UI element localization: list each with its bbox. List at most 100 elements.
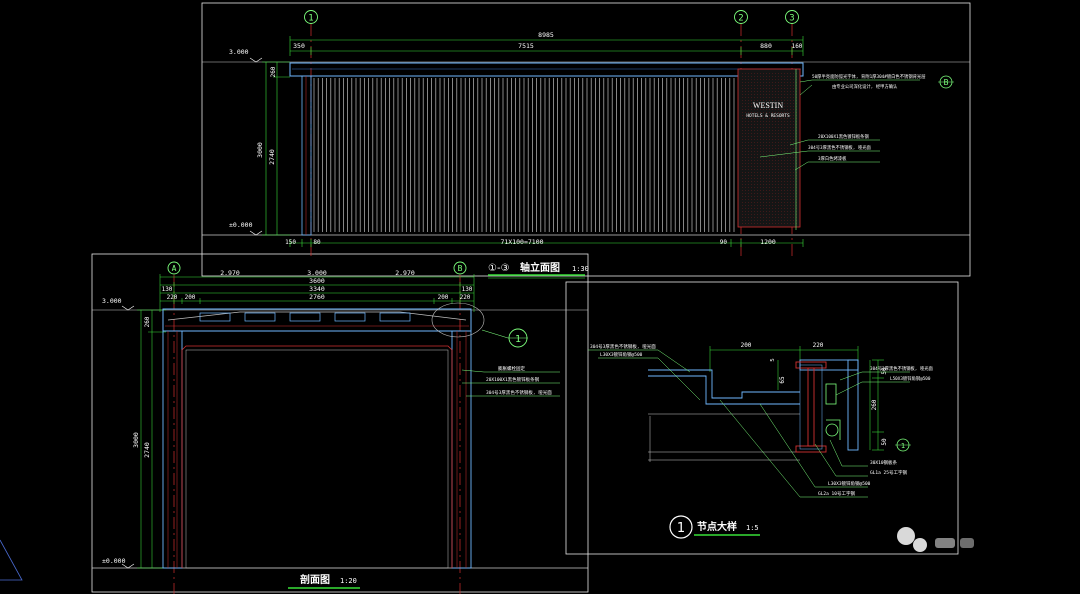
detail-dim-right-2: 260 [871,399,878,410]
svg-text:B: B [944,78,949,87]
dim-top-4: 160 [792,43,803,50]
section-callout-3: 304号3厚黑色不锈钢板, 哑光面 [486,389,552,396]
detail-callout-bottom-3: L30X3镀锌角钢@500 [828,480,871,487]
elevation-callout-1b: 由专业公司深化设计, 经甲方确认 [832,83,898,90]
detail-dim-mid: 65 [779,376,786,384]
detail-callout-left-1: 304号3厚黑色不锈钢板, 哑光面 [590,343,656,350]
section-axis-bubble-b[interactable]: B [453,261,467,275]
detail-angle-clip[interactable] [825,383,841,440]
section-frame [91,253,589,593]
section-dim-row4-3: 2760 [309,293,325,301]
level-bottom-label: ±0.000 [229,221,253,229]
section-dim-row1-3: 2.970 [395,269,415,277]
axis-label-1: 1 [308,14,313,24]
elevation-callout-3: 304号3厚黑色不锈钢板, 哑光面 [808,144,871,151]
detail-callout-bottom-4: GL2a 10号工字钢 [818,490,855,497]
axis-marker-b[interactable]: B [938,75,954,89]
section-title-main: 剖面图 [300,573,330,586]
section-dim-row4-2: 200 [185,294,196,301]
svg-text:1: 1 [515,334,521,345]
section-dim-left-3: 2740 [143,442,151,458]
section-axis-bubble-a[interactable]: A [167,261,181,275]
section-level-bottom-marker [121,563,135,569]
elevation-title-main: 轴立面图 [520,261,560,274]
dim-top-3: 880 [760,42,772,50]
section-left-post[interactable] [162,330,183,569]
section-level-top: 3.000 [102,297,122,305]
section-dim-row3-3: 130 [462,286,473,293]
elevation-view: 1 2 3 8985 350 7515 880 160 3.000 ±0.000 [202,10,970,279]
axis-label-3: 3 [789,14,794,24]
detail-dim-top-2: 220 [813,342,824,349]
detail-dim-right-3: 50 [881,438,888,446]
section-level-top-marker [121,305,135,311]
section-title-scale: 1:20 [340,577,357,585]
section-dim-row2: 3600 [309,277,325,285]
section-dim-row4-4: 200 [438,294,449,301]
section-title: 剖面图 1:20 [288,573,360,589]
sign-panel-fill [741,73,797,224]
section-view: A B 2.970 3.000 2.970 3600 130 3340 130 … [92,261,588,594]
sheet-frames [91,2,971,593]
logo-title: WESTIN [753,101,783,110]
elevation-title-scale: 1:30 [572,265,589,273]
detail-section-marker[interactable]: 1 [895,438,911,452]
detail-cladding[interactable] [648,359,859,451]
detail-callout-bottom-1: 30X10钢板条 [870,459,898,466]
level-top-label: 3.000 [229,48,249,56]
section-callout-1: 膨胀螺栓固定 [498,365,525,372]
section-roof[interactable] [162,308,472,332]
dim-bottom-1: 150 [285,239,296,246]
detail-i-beam[interactable] [795,361,827,453]
axis-bubble-1[interactable]: 1 [304,10,318,24]
bottom-dimension-chain [289,239,804,247]
elevation-callout-1: 50厚半亮面防弧光字体, 背附1厚304#镀白色不锈钢背光层 [812,73,926,80]
detail-title: 1 节点大样 1:5 [669,515,760,539]
elevation-frame [201,2,971,277]
elevation-callout-2: 20X100X1黑色镀锌板条钢 [818,133,869,140]
dim-top-2: 7515 [518,42,534,50]
canopy-top-beam[interactable] [289,62,804,77]
section-callout-2: 20X100X1黑色镀锌板条钢 [486,376,540,383]
detail-concrete [648,413,800,462]
detail-title-scale: 1:5 [746,524,759,532]
axis-bubble-2[interactable]: 2 [734,10,748,24]
axis-bubble-3[interactable]: 3 [785,10,799,24]
dim-bottom-4: 90 [720,239,728,246]
elevation-title: ①-③ 轴立面图 1:30 [488,261,589,279]
detail-callout-marker[interactable]: 1 [431,302,528,348]
dim-left-1: 260 [270,66,277,77]
section-left-dims [137,309,166,569]
left-post[interactable] [301,75,312,236]
svg-text:1: 1 [901,442,905,450]
section-inner-opening [181,345,453,568]
section-right-post[interactable] [451,330,472,569]
left-dimension-chain [262,61,290,236]
section-dim-row3-1: 130 [162,286,173,293]
detail-callout-right-2: L50X3镀锌角钢@500 [890,375,931,382]
section-dim-row3-2: 3340 [309,285,325,293]
detail-dims [709,346,884,451]
level-bottom-marker [249,230,263,236]
dim-left-2: 3000 [256,142,264,158]
logo-subtitle: HOTELS & RESORTS [746,113,790,119]
section-level-bottom: ±0.000 [102,557,126,565]
svg-text:A: A [172,264,177,273]
section-dim-row1-2: 3.000 [307,269,327,277]
slat-screen[interactable] [313,78,735,232]
svg-text:B: B [458,264,463,273]
corner-triangle-marker [0,539,23,581]
detail-dim-right-1: 50 [881,367,888,375]
dim-bottom-5: 1200 [760,238,776,246]
section-dim-left-1: 260 [144,316,151,327]
detail-dim-top-1: 200 [741,342,752,349]
detail-title-number: 1 [677,521,685,536]
detail-callout-right-1: 304号3厚黑色不锈钢板, 哑光面 [870,365,933,372]
detail-dim-small: 5 [770,358,776,361]
top-dimension-chain [289,36,804,56]
section-opening-outline [185,349,449,569]
section-callout-leaders [461,369,560,397]
dim-bottom-3: 71X100=7100 [500,238,543,246]
watermark-logo [897,527,974,552]
